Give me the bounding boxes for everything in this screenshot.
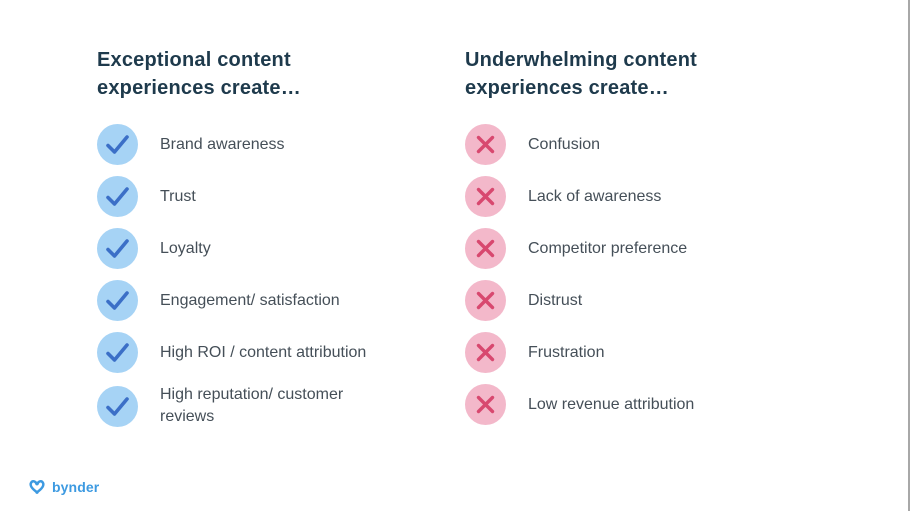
- item-label: Loyalty: [160, 239, 211, 257]
- negative-heading: Underwhelming content experiences create…: [465, 46, 697, 102]
- positive-heading-line2: experiences create…: [97, 77, 301, 99]
- cross-icon: [465, 176, 506, 217]
- positive-heading: Exceptional content experiences create…: [97, 46, 385, 102]
- list-item: Competitor preference: [465, 228, 697, 269]
- list-item: Lack of awareness: [465, 176, 697, 217]
- item-label: Frustration: [528, 343, 605, 361]
- cross-icon: [465, 332, 506, 373]
- list-item: Brand awareness: [97, 124, 385, 165]
- negative-heading-line1: Underwhelming content: [465, 49, 697, 71]
- check-icon: [97, 280, 138, 321]
- item-label: Low revenue attribution: [528, 395, 695, 413]
- item-label: Distrust: [528, 291, 583, 309]
- negative-list: Confusion Lack of awareness Competitor p…: [465, 124, 697, 425]
- right-edge-line: [908, 0, 910, 511]
- list-item: Confusion: [465, 124, 697, 165]
- list-item: Engagement/ satisfaction: [97, 280, 385, 321]
- item-label: Brand awareness: [160, 135, 285, 153]
- list-item: Low revenue attribution: [465, 384, 697, 425]
- item-label: Confusion: [528, 135, 601, 153]
- brand-footer: bynder: [27, 477, 99, 496]
- check-icon: [97, 176, 138, 217]
- check-icon: [97, 385, 138, 427]
- positive-list: Brand awareness Trust Loyalty Engagement…: [97, 124, 385, 428]
- check-icon: [97, 228, 138, 269]
- brand-name: bynder: [52, 478, 100, 495]
- list-item: Loyalty: [97, 228, 385, 269]
- negative-heading-line2: experiences create…: [465, 77, 669, 99]
- positive-heading-line1: Exceptional content: [97, 49, 291, 71]
- check-icon: [97, 332, 138, 373]
- cross-icon: [465, 280, 506, 321]
- item-label: Engagement/ satisfaction: [160, 291, 340, 309]
- list-item: High ROI / content attribution: [97, 332, 385, 373]
- check-icon: [97, 124, 138, 165]
- list-item: High reputation/ customer reviews: [97, 384, 385, 428]
- list-item: Frustration: [465, 332, 697, 373]
- cross-icon: [465, 384, 506, 425]
- item-label: Lack of awareness: [528, 187, 662, 205]
- cross-icon: [465, 124, 506, 165]
- positive-column: Exceptional content experiences create… …: [97, 46, 385, 428]
- bynder-heart-logo-icon: [27, 477, 47, 496]
- negative-column: Underwhelming content experiences create…: [465, 46, 697, 425]
- item-label: High reputation/ customer reviews: [160, 386, 344, 425]
- list-item: Trust: [97, 176, 385, 217]
- item-label: Competitor preference: [528, 239, 688, 257]
- item-label: Trust: [160, 187, 196, 205]
- cross-icon: [465, 228, 506, 269]
- list-item: Distrust: [465, 280, 697, 321]
- item-label: High ROI / content attribution: [160, 343, 367, 361]
